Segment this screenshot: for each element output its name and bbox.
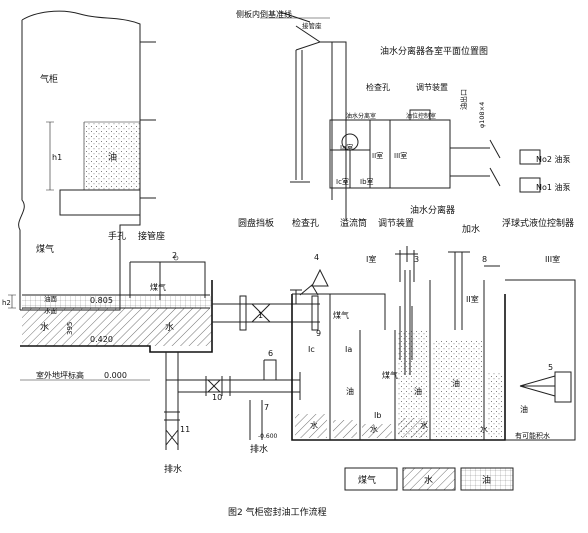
adjust-device-label: 调节装置 <box>378 217 414 229</box>
legend-gas-swatch <box>344 467 398 491</box>
top-pipe <box>260 11 347 220</box>
legend-water-swatch <box>402 467 456 491</box>
callout-8: 8 <box>482 255 487 264</box>
main-pipe <box>212 284 320 331</box>
plan-inspection-hole: 检查孔 <box>366 82 390 92</box>
ground-label: 室外地坪标高 <box>36 370 84 380</box>
callout-9: 9 <box>316 329 321 338</box>
plan-title: 油水分离器各室平面位置图 <box>380 45 488 57</box>
plan-room-III: III室 <box>394 151 407 160</box>
overflow-label: 溢流筒 <box>340 217 367 229</box>
level-0805: 0.805 <box>90 296 113 305</box>
plan-view <box>329 109 541 193</box>
sep-water-label-4: 水 <box>480 424 488 434</box>
add-water-label: 加水 <box>462 223 480 235</box>
drain-pipe <box>164 352 301 450</box>
handhole-marker <box>173 255 179 261</box>
drain-label-mid: 排水 <box>250 443 268 455</box>
trough-gas-label: 煤气 <box>36 243 54 255</box>
sep-oil-label-1: 油 <box>346 386 354 396</box>
legend-gas-label: 煤气 <box>358 474 376 486</box>
plan-size-label: φ108×4 <box>478 102 486 128</box>
water-surface-label: 水面 <box>44 306 58 315</box>
oil-surface-label: 油面 <box>44 294 58 303</box>
plan-room-Ib: Ib室 <box>360 177 374 186</box>
callout-10: 10 <box>212 393 222 402</box>
h1-label: h1 <box>52 153 62 162</box>
top-pipe-seat-label: 接管座 <box>302 21 322 30</box>
float-controller <box>505 279 576 441</box>
pipe-seat-label: 接管座 <box>138 230 165 242</box>
separator-body <box>291 246 506 441</box>
trough-gas-label-2: 煤气 <box>150 282 166 292</box>
baffle-label: 圆盘挡板 <box>238 217 274 229</box>
callout-4: 4 <box>314 253 319 262</box>
plan-oil-outlet: 油出口 <box>459 89 468 110</box>
gasholder-oil-label: 油 <box>108 151 117 163</box>
trough-water-label-2: 水 <box>165 321 174 333</box>
Ic-label: Ic <box>308 345 315 354</box>
plan-level-room: 油位控制室 <box>406 112 436 120</box>
callout-7: 7 <box>264 403 269 412</box>
legend-oil-label: 油 <box>482 474 491 486</box>
figure-caption: 图2 气柜密封油工作流程 <box>228 506 327 518</box>
room-III-label: III室 <box>545 254 560 264</box>
separator-label: 油水分离器 <box>410 204 455 216</box>
pump2-label: No2 油泵 <box>536 154 571 164</box>
plan-room-II: II室 <box>372 151 383 160</box>
inspection-hole-label: 检查孔 <box>292 217 319 229</box>
plan-adjust-device: 调节装置 <box>416 82 448 92</box>
legend-water-label: 水 <box>424 474 433 486</box>
Ib-label: Ib <box>374 411 381 420</box>
drain-label-left: 排水 <box>164 463 182 475</box>
Ia-label: Ia <box>345 345 352 354</box>
level-0600: -0.600 <box>258 433 278 440</box>
pump1-label: No1 油泵 <box>536 182 571 192</box>
callout-3: 3 <box>414 255 419 264</box>
seal-trough <box>8 225 213 353</box>
accumulated-water-label: 有可能积水 <box>515 431 550 440</box>
room-II-label: II室 <box>466 294 479 304</box>
sep-oil-label-4: 油 <box>520 404 528 414</box>
sep-oil-label-2: 油 <box>414 386 422 396</box>
room-I-label: I室 <box>366 254 376 264</box>
sep-water-label-3: 水 <box>420 420 428 430</box>
callout-6: 6 <box>268 349 273 358</box>
callout-5: 5 <box>548 363 553 372</box>
sep-water-label-1: 水 <box>310 420 318 430</box>
handhole-label: 手孔 <box>108 230 126 242</box>
float-ctrl-label: 浮球式液位控制器 <box>502 217 574 229</box>
legend <box>344 467 514 491</box>
level-0000: 0.000 <box>104 371 127 380</box>
sep-water-label-2: 水 <box>370 424 378 434</box>
baseline-label: 侧板内倒基准线 <box>236 9 292 19</box>
sep-gas-label-2: 煤气 <box>382 370 398 380</box>
plan-room-Ia: Ia室 <box>340 143 353 152</box>
callout-11: 11 <box>180 425 190 434</box>
plan-room-Ic: Ic室 <box>336 177 349 186</box>
level-0420: 0.420 <box>90 335 113 344</box>
trough-water-label: 水 <box>40 321 49 333</box>
sep-oil-label-3: 油 <box>452 378 460 388</box>
callout-2: 2 <box>172 251 177 260</box>
plan-sep-room: 油水分离室 <box>346 112 376 120</box>
gasholder-label: 气柜 <box>40 73 58 85</box>
gasholder-wall <box>18 10 156 311</box>
legend-oil-swatch <box>460 467 514 491</box>
callout-1: 1 <box>258 311 263 320</box>
h2-label: h2 <box>2 299 11 307</box>
dim-395: 395 <box>66 322 74 335</box>
sep-gas-label: 煤气 <box>333 310 349 320</box>
